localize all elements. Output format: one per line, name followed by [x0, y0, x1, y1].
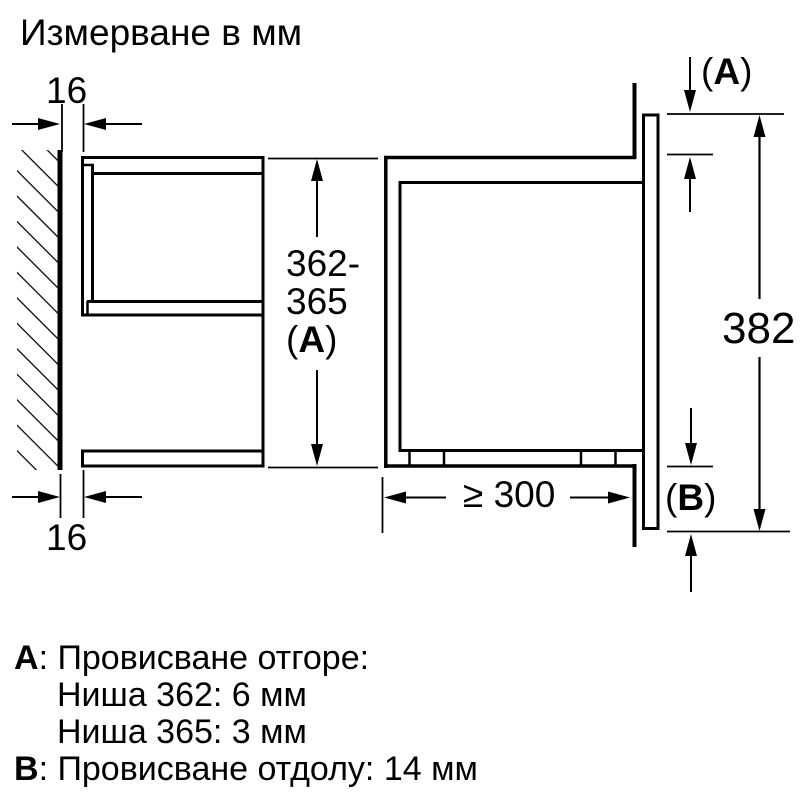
- dim-16-bottom-label: 16: [46, 517, 88, 558]
- appliance-feet: [408, 452, 617, 465]
- legend-line-b: B: Провисване отдолу: 14 мм: [14, 750, 478, 788]
- dim-overhang-top: [667, 57, 784, 212]
- appliance-figure: [384, 83, 660, 547]
- page-title: Измерване в мм: [20, 12, 303, 53]
- depth-label: ≥ 300: [463, 474, 556, 515]
- dim-niche-height-label: 362- 365 (A): [286, 245, 360, 359]
- legend-line-niche-362: Ниша 362: 6 мм: [57, 676, 307, 714]
- legend-line-niche-365: Ниша 365: 3 мм: [57, 713, 307, 751]
- dim-16-top: [12, 104, 142, 152]
- dim-depth: [381, 477, 630, 533]
- front-height-label: 382: [722, 304, 796, 353]
- overhang-top-label: (A): [701, 51, 753, 92]
- legend-line-a: A: Провисване отгоре:: [14, 639, 370, 677]
- wall-hatching: [17, 150, 58, 470]
- dim-16-top-label: 16: [46, 70, 88, 111]
- overhang-bottom-label: (B): [665, 477, 717, 518]
- dim-16-bottom: [12, 470, 142, 518]
- niche-height-ref-letter: (A): [286, 319, 338, 360]
- dim-niche-height: [268, 157, 378, 469]
- wall-section: [17, 150, 63, 470]
- front-panel: [642, 113, 660, 530]
- niche-height-range-start: 362-: [286, 243, 361, 284]
- dim-front-height: [753, 115, 766, 531]
- niche-section: [81, 156, 265, 468]
- dim-overhang-bottom: [667, 408, 790, 592]
- niche-height-range-end: 365: [286, 281, 348, 322]
